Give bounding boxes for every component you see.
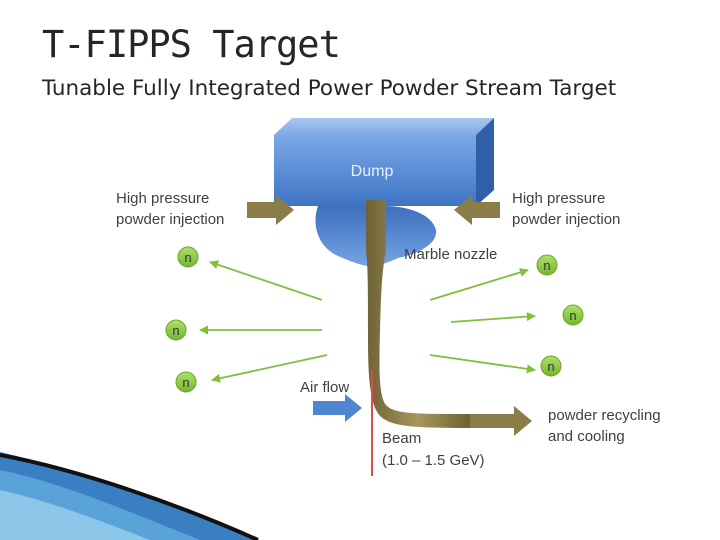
- neutron-circle: n: [536, 254, 558, 276]
- corner-decoration: [0, 452, 259, 540]
- neutron-arrow-right-3: [429, 354, 536, 374]
- powder-stream: [366, 200, 470, 428]
- nozzle-label: Marble nozzle: [404, 246, 497, 263]
- right-injection-label-line2: powder injection: [512, 211, 620, 228]
- right-injection-label-line1: High pressure: [512, 190, 605, 207]
- dump-label: Dump: [351, 163, 394, 180]
- neutron-circle: n: [177, 246, 199, 268]
- right-injection-arrow: [454, 195, 500, 225]
- recycling-label-line1: powder recycling: [548, 407, 661, 424]
- airflow-arrow: [313, 394, 362, 422]
- dump-block: Dump: [274, 118, 494, 206]
- neutron-circle: n: [165, 319, 187, 341]
- left-injection-label-line1: High pressure: [116, 190, 209, 207]
- svg-text:n: n: [543, 258, 550, 273]
- airflow-label: Air flow: [300, 379, 349, 396]
- neutron-arrow-right-1: [429, 268, 529, 301]
- neutron-arrow-left-1: [209, 260, 323, 301]
- neutron-circle: n: [175, 371, 197, 393]
- recycling-label-line2: and cooling: [548, 428, 625, 445]
- beam-label-line1: Beam: [382, 430, 421, 447]
- left-injection-label-line2: powder injection: [116, 211, 224, 228]
- svg-text:n: n: [182, 375, 189, 390]
- beam-label-line2: (1.0 – 1.5 GeV): [382, 452, 485, 469]
- svg-text:n: n: [569, 308, 576, 323]
- svg-text:n: n: [547, 359, 554, 374]
- neutron-arrow-left-3: [211, 354, 328, 383]
- page-subtitle: Tunable Fully Integrated Power Powder St…: [42, 76, 617, 101]
- page-title: T-FIPPS Target: [42, 23, 341, 66]
- svg-text:n: n: [184, 250, 191, 265]
- neutron-circle: n: [540, 355, 562, 377]
- neutron-circle: n: [562, 304, 584, 326]
- neutron-arrow-right-2: [450, 312, 536, 323]
- svg-text:n: n: [172, 323, 179, 338]
- recycling-arrow: [470, 406, 532, 436]
- marble-nozzle: [315, 206, 437, 266]
- left-injection-arrow: [247, 195, 294, 225]
